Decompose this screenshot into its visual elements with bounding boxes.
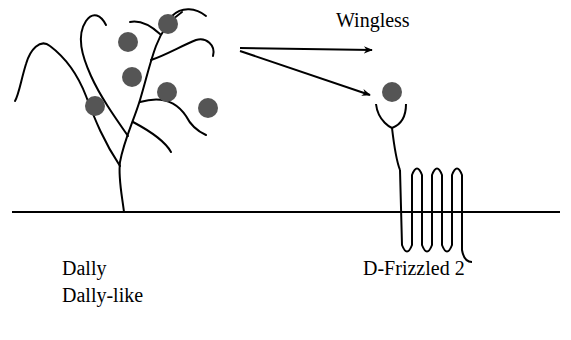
glypican-tree [15,9,214,212]
glypican-label: Dally-like [62,285,143,305]
glypican-label: Dally [62,258,106,278]
arrows [240,48,372,95]
membrane-line [12,211,560,213]
frizzled-receptor [376,104,472,262]
receptor-label: D-Frizzled 2 [363,258,465,278]
ligand-label: Wingless [336,10,410,30]
